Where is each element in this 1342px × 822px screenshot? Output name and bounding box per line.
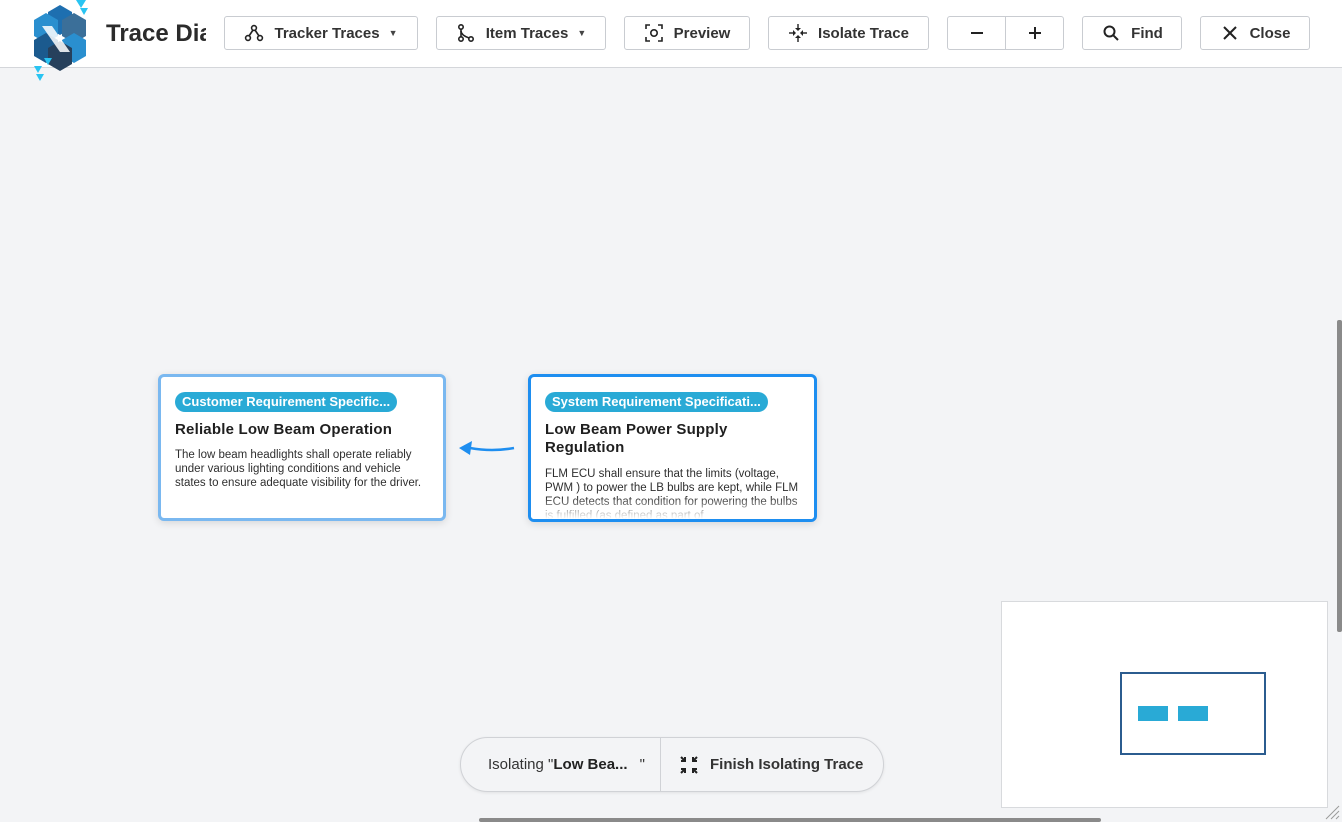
finish-isolating-label: Finish Isolating Trace [710,756,864,773]
find-label: Find [1131,24,1163,42]
horizontal-scrollbar[interactable] [479,818,1101,822]
logo-icon [34,0,88,81]
node-description: The low beam headlights shall operate re… [175,449,422,489]
node-title: Low Beam Power Supply Regulation [545,421,728,456]
toolbar-header: Trace Diagram Tracker Traces ▼ Item Trac… [0,0,1342,81]
trace-link-arrow [459,441,515,455]
search-icon [1101,23,1121,43]
zoom-out-button[interactable] [948,17,1005,49]
node-type-badge: Customer Requirement Specific... [175,392,398,412]
trace-node-card-selected[interactable]: System Requirement Specificati... Low Be… [528,374,817,522]
chevron-down-icon: ▼ [577,28,587,38]
node-type-badge: System Requirement Specificati... [545,392,768,412]
item-traces-label: Item Traces [485,24,569,42]
preview-icon [644,23,664,43]
minimap[interactable] [1001,601,1328,808]
minimap-viewport[interactable] [1120,672,1266,755]
node-title: Reliable Low Beam Operation [175,421,393,438]
isolate-status-bar: Isolating "Low Bea... " Finish Isolating … [460,737,884,792]
zoom-controls [947,16,1064,50]
close-label: Close [1249,24,1291,42]
resize-grip-icon[interactable] [1322,802,1340,820]
isolating-status: Isolating "Low Bea... " [461,738,660,791]
vertical-scrollbar[interactable] [1337,320,1342,632]
minimap-node [1178,706,1208,721]
finish-isolating-button[interactable]: Finish Isolating Trace [661,755,883,775]
isolating-prefix: Isolating " [488,756,554,773]
text-fade-overlay [531,497,814,519]
plus-icon [1028,27,1041,39]
isolate-trace-icon [788,23,808,43]
preview-label: Preview [673,24,731,42]
isolate-trace-button[interactable]: Isolate Trace [768,16,929,50]
collapse-icon [679,755,699,775]
close-button[interactable]: Close [1200,16,1310,50]
preview-button[interactable]: Preview [624,16,750,50]
tracker-traces-dropdown[interactable]: Tracker Traces ▼ [224,16,418,50]
find-button[interactable]: Find [1082,16,1182,50]
isolating-item-name: Low Bea... [553,756,628,773]
close-icon [1220,23,1240,43]
chevron-down-icon: ▼ [388,28,398,38]
app-title: Trace Diagram [106,20,206,47]
tracker-traces-icon [244,23,264,43]
divider [660,738,661,791]
item-traces-dropdown[interactable]: Item Traces ▼ [436,16,606,50]
tracker-traces-label: Tracker Traces [274,24,380,42]
isolate-trace-label: Isolate Trace [818,24,909,42]
item-traces-icon [456,23,476,43]
minimap-node [1138,706,1168,721]
isolating-suffix: " [639,756,645,773]
minus-icon [970,32,983,34]
zoom-in-button[interactable] [1005,17,1063,49]
trace-node-card[interactable]: Customer Requirement Specific... Reliabl… [158,374,446,521]
